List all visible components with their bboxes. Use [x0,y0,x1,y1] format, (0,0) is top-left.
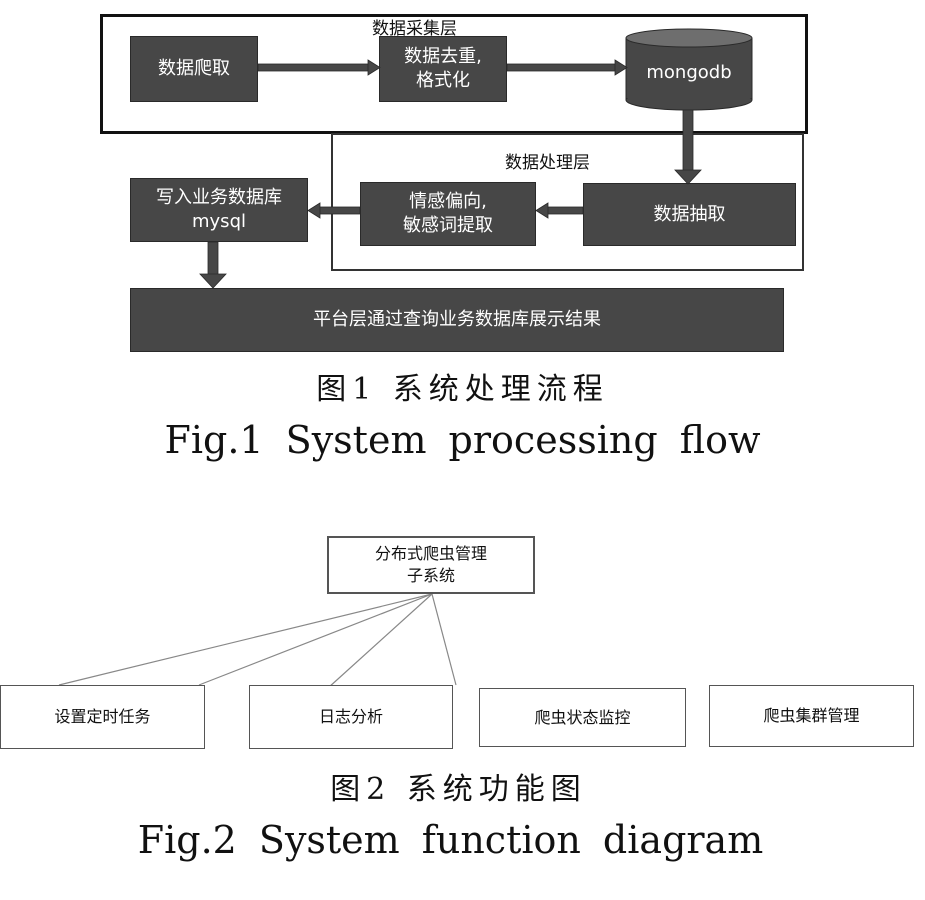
node-label-line2: 敏感词提取 [403,215,493,236]
node-label-line1: 分布式爬虫管理 [374,544,487,563]
processing-layer-label: 数据处理层 [505,153,590,173]
root-node-crawler-management: 分布式爬虫管理 子系统 [327,536,535,594]
collection-layer-frame [100,14,808,134]
figure2-caption-cn: 图2 系统功能图 [330,772,587,807]
node-label: 数据爬取 [158,58,230,79]
arrow-down-icon [674,109,702,185]
connector-line [327,593,433,689]
arrow-right-icon [506,59,628,76]
node-platform-display: 平台层通过查询业务数据库展示结果 [130,288,784,352]
node-dedup-format: 数据去重, 格式化 [379,36,507,102]
node-write-mysql: 写入业务数据库 mysql [130,178,308,242]
node-label: 日志分析 [318,707,383,726]
child-node-crawler-cluster-management: 爬虫集群管理 [709,685,914,747]
node-mongodb: mongodb [625,28,753,112]
node-label: 平台层通过查询业务数据库展示结果 [313,309,601,330]
node-sentiment-keywords: 情感偏向, 敏感词提取 [360,182,536,246]
figure1-caption-cn: 图1 系统处理流程 [316,372,609,407]
figure2-caption-en: Fig.2 System function diagram [137,818,764,862]
node-label: 数据抽取 [653,203,726,225]
child-node-log-analysis: 日志分析 [249,685,453,749]
arrow-left-icon [535,202,584,219]
node-data-crawl: 数据爬取 [130,36,258,102]
node-label-line1: 情感偏向, [409,191,487,212]
connector-line [58,593,433,686]
arrow-left-icon [307,202,361,219]
child-node-crawler-status-monitor: 爬虫状态监控 [479,688,686,747]
node-data-extract: 数据抽取 [583,183,796,246]
arrow-down-icon [199,241,227,289]
node-label: 设置定时任务 [54,707,151,726]
connector-line [198,593,433,686]
collection-layer-label: 数据采集层 [372,19,457,39]
node-label: mongodb [646,62,732,83]
node-label: 爬虫集群管理 [763,706,860,725]
arrow-right-icon [257,59,381,76]
node-label-line1: 数据去重, [404,46,482,67]
figure1-caption-en: Fig.1 System processing flow [164,418,761,462]
node-label-line2: 格式化 [416,70,470,91]
node-label: 爬虫状态监控 [534,707,631,727]
node-label-line1: 写入业务数据库 [156,187,282,208]
database-cylinder-icon [625,28,753,111]
connector-line [431,593,457,686]
child-node-scheduled-tasks: 设置定时任务 [0,685,205,749]
processing-layer-frame [331,133,804,271]
node-label-line2: 子系统 [406,566,455,585]
node-label-line2: mysql [192,211,246,232]
